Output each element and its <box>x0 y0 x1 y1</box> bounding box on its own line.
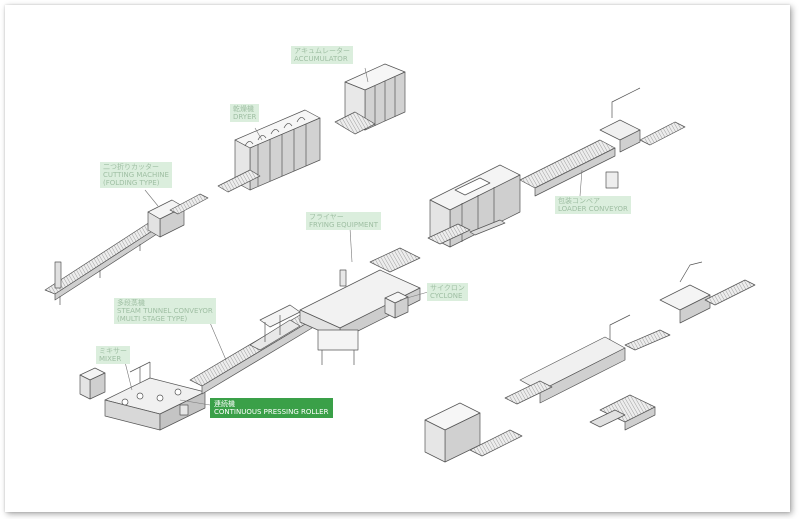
label-accumulator-en: ACCUMULATOR <box>294 55 348 63</box>
dryer-machine <box>217 109 321 193</box>
label-cyclone-jp: サイクロン <box>430 284 465 292</box>
label-accumulator: アキュムレーター ACCUMULATOR <box>291 46 353 64</box>
leader-lines <box>124 67 583 406</box>
label-dryer-en: DRYER <box>233 113 257 121</box>
label-loader-conveyor: 包装コンベア LOADER CONVEYOR <box>555 196 631 214</box>
main-production-line <box>79 247 421 431</box>
label-fryer: フライヤー FRYING EQUIPMENT <box>306 212 381 230</box>
label-mixer-jp: ミキサー <box>99 347 127 355</box>
label-fryer-jp: フライヤー <box>309 213 344 221</box>
label-loader-conveyor-jp: 包装コンベア <box>558 197 600 205</box>
label-fryer-en: FRYING EQUIPMENT <box>309 221 378 229</box>
label-pressing-roller[interactable]: 連続機 CONTINUOUS PRESSING ROLLER <box>210 398 334 418</box>
label-dryer-jp: 乾燥機 <box>233 105 254 113</box>
label-mixer-en: MIXER <box>99 355 122 363</box>
label-pressing-roller-en: CONTINUOUS PRESSING ROLLER <box>214 408 329 416</box>
label-steam-tunnel: 多段蒸機 STEAM TUNNEL CONVEYOR (MULTI STAGE … <box>114 298 216 324</box>
label-cutting-machine-en2: (FOLDING TYPE) <box>103 179 160 187</box>
label-cyclone: サイクロン CYCLONE <box>427 283 468 301</box>
label-steam-tunnel-jp: 多段蒸機 <box>117 299 145 307</box>
label-cutting-machine-en: CUTTING MACHINE <box>103 171 169 179</box>
label-accumulator-jp: アキュムレーター <box>294 47 350 55</box>
accumulator-machine <box>334 63 406 135</box>
label-dryer: 乾燥機 DRYER <box>230 104 260 122</box>
label-steam-tunnel-en2: (MULTI STAGE TYPE) <box>117 315 188 323</box>
cutting-machine-line <box>44 193 209 305</box>
loader-conveyor-line <box>427 87 686 248</box>
packaging-line <box>424 261 756 463</box>
label-cutting-machine-jp: 二つ折りカッター <box>103 163 159 171</box>
label-cutting-machine: 二つ折りカッター CUTTING MACHINE (FOLDING TYPE) <box>100 162 172 188</box>
label-steam-tunnel-en: STEAM TUNNEL CONVEYOR <box>117 307 213 315</box>
label-loader-conveyor-en: LOADER CONVEYOR <box>558 205 628 213</box>
label-cyclone-en: CYCLONE <box>430 292 463 300</box>
label-mixer: ミキサー MIXER <box>96 346 130 364</box>
label-pressing-roller-jp: 連続機 <box>214 400 235 408</box>
